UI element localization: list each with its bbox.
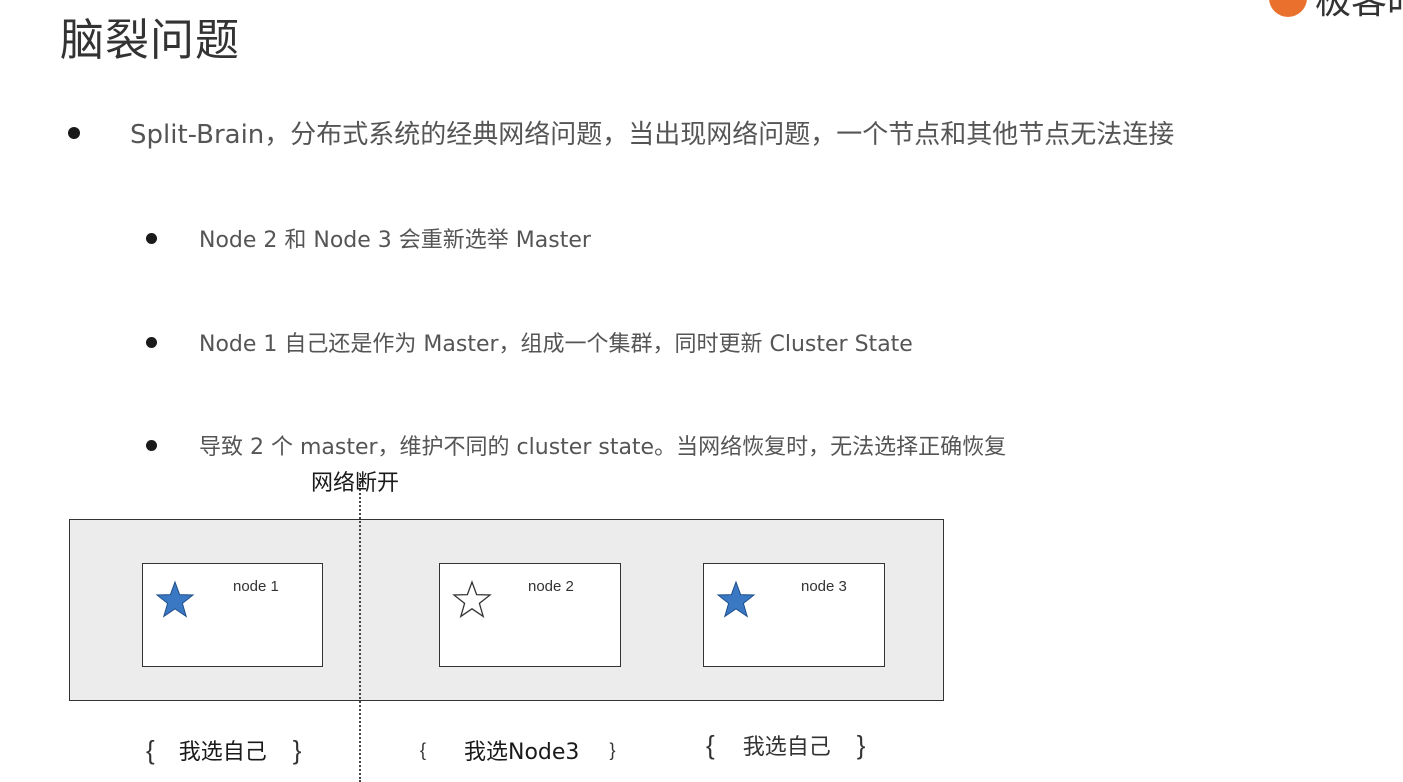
- open-brace: {: [146, 734, 155, 765]
- filled-star-icon: [155, 580, 195, 618]
- open-brace: {: [420, 739, 427, 760]
- node-box-1: node 1: [142, 563, 323, 667]
- bullet-sub-1: Node 2 和 Node 3 会重新选举 Master: [146, 222, 591, 254]
- close-brace: }: [609, 739, 616, 760]
- vote-text: 我选自己: [178, 740, 267, 765]
- bullet-sub-2: Node 1 自己还是作为 Master，组成一个集群，同时更新 Cluster…: [146, 326, 913, 358]
- bullet-dot-icon: [146, 232, 157, 244]
- open-brace: {: [706, 729, 715, 760]
- brand-logo: 极客时: [1268, 0, 1403, 22]
- node-label: node 3: [801, 578, 847, 595]
- vote-node-3: { 我选自己 }: [706, 729, 865, 761]
- bullet-dot-icon: [146, 439, 157, 451]
- bullet-sub-3: 导致 2 个 master，维护不同的 cluster state。当网络恢复时…: [146, 429, 1006, 461]
- bullet-dot-icon: [68, 126, 80, 139]
- vote-text: 我选自己: [742, 735, 831, 760]
- logo-text: 极客时: [1314, 0, 1403, 22]
- filled-star-icon: [716, 580, 756, 618]
- node-box-2: node 2: [439, 563, 621, 667]
- vote-node-1: { 我选自己 }: [146, 734, 301, 766]
- node-label: node 1: [233, 578, 279, 595]
- logo-mark-icon: [1268, 0, 1307, 17]
- close-brace: }: [856, 729, 866, 760]
- vote-text: 我选Node3: [464, 740, 580, 765]
- node-label: node 2: [528, 578, 574, 595]
- outline-star-icon: [452, 580, 492, 618]
- bullet-main-text: Split-Brain，分布式系统的经典网络问题，当出现网络问题，一个节点和其他…: [130, 120, 1175, 150]
- page-title: 脑裂问题: [60, 15, 240, 66]
- close-brace: }: [292, 734, 302, 765]
- bullet-sub-text: Node 2 和 Node 3 会重新选举 Master: [199, 228, 591, 253]
- bullet-main: Split-Brain，分布式系统的经典网络问题，当出现网络问题，一个节点和其他…: [68, 114, 1174, 151]
- bullet-sub-text: 导致 2 个 master，维护不同的 cluster state。当网络恢复时…: [199, 435, 1007, 460]
- bullet-dot-icon: [146, 336, 157, 348]
- network-split-label: 网络断开: [311, 471, 400, 496]
- node-box-3: node 3: [703, 563, 885, 667]
- bullet-sub-text: Node 1 自己还是作为 Master，组成一个集群，同时更新 Cluster…: [199, 332, 913, 357]
- network-split-line: [359, 478, 361, 782]
- vote-node-2: { 我选Node3 }: [420, 734, 615, 766]
